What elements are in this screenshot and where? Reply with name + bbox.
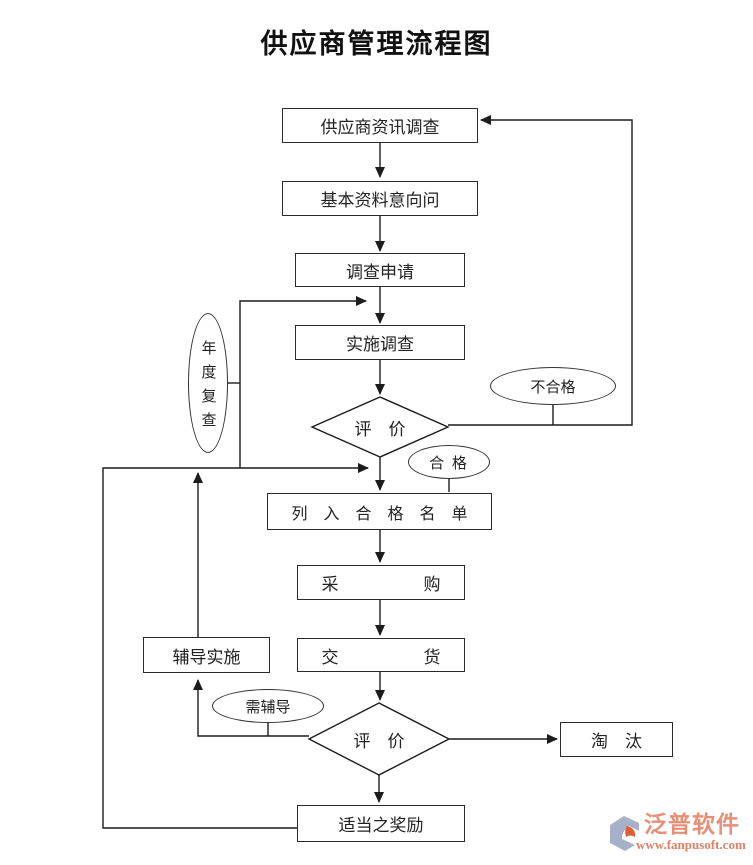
page-title: 供应商管理流程图: [260, 29, 493, 59]
branch-annual-review: [239, 296, 367, 468]
decision-evaluation-2: [307, 702, 451, 776]
fanpu-url-text: www.fanpusoft.com: [636, 837, 746, 852]
label-unqualified: 不合格: [490, 367, 616, 405]
label-qualified: 合 格: [408, 445, 490, 479]
fanpu-brand-text: 泛普软件: [644, 811, 740, 837]
node-basic-info-inquiry: 基本资料意向问: [282, 181, 478, 216]
node-reward: 适当之奖励: [297, 805, 465, 842]
node-implement-survey: 实施调查: [295, 325, 465, 360]
arrow-eval2-to-coach: [193, 679, 309, 737]
label-need-coaching: 需辅导: [212, 689, 324, 723]
node-coaching-implement: 辅导实施: [143, 637, 270, 673]
fanpu-logo-icon: [610, 816, 639, 851]
node-delivery: 交 货: [297, 638, 465, 672]
node-eliminate: 淘 汰: [560, 722, 673, 757]
decision-evaluation-1-label: 评 价: [354, 419, 406, 439]
loop-reward-return: [102, 463, 369, 829]
node-survey-application: 调查申请: [295, 253, 465, 287]
loop-unqualified-return: [448, 115, 633, 426]
decision-evaluation-2-label: 评 价: [353, 731, 405, 751]
decision-evaluation-1: [310, 396, 450, 458]
node-purchase: 采 购: [297, 565, 465, 600]
node-qualified-list: 列 入 合 格 名 单: [267, 493, 492, 530]
fanpu-watermark: 泛普软件 www.fanpusoft.com: [602, 810, 752, 862]
node-supplier-info-survey: 供应商资讯调查: [282, 108, 478, 143]
label-annual-review: 年度复查: [188, 313, 228, 453]
